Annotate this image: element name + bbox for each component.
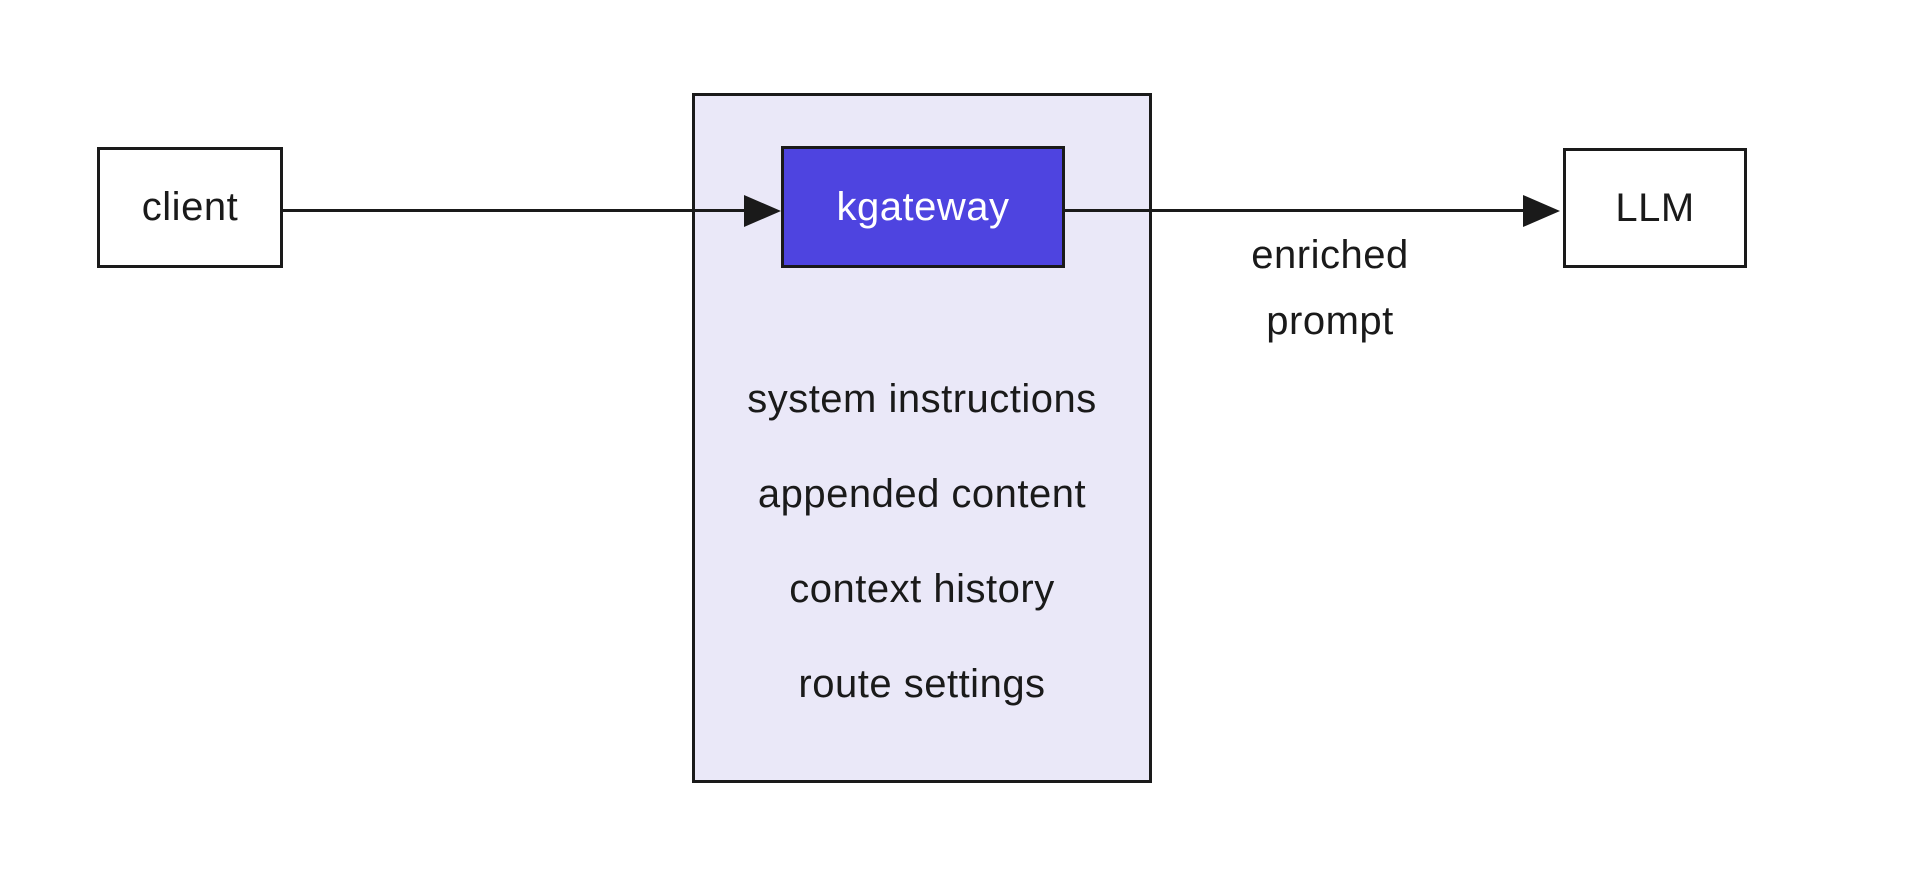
enrichment-item-context-history: context history (789, 567, 1055, 611)
client-node-label: client (141, 185, 239, 229)
llm-node: LLM (1563, 148, 1747, 268)
enrichment-item-appended-content: appended content (757, 472, 1087, 516)
kgateway-node: kgateway (781, 146, 1065, 268)
edge-label-enriched-prompt: enriched prompt (1251, 233, 1409, 343)
client-node: client (97, 147, 283, 268)
arrowhead-right-icon (1523, 195, 1560, 227)
llm-node-label: LLM (1615, 185, 1695, 230)
enrichment-item-list: system instructions appended content con… (692, 352, 1152, 732)
kgateway-node-label: kgateway (836, 184, 1010, 229)
arrowhead-right-icon (744, 195, 781, 227)
gateway-to-llm-arrow-line (1065, 209, 1523, 212)
client-to-gateway-arrow-line (283, 209, 744, 212)
enrichment-item-system-instructions: system instructions (747, 377, 1097, 421)
enrichment-item-route-settings: route settings (798, 662, 1046, 706)
